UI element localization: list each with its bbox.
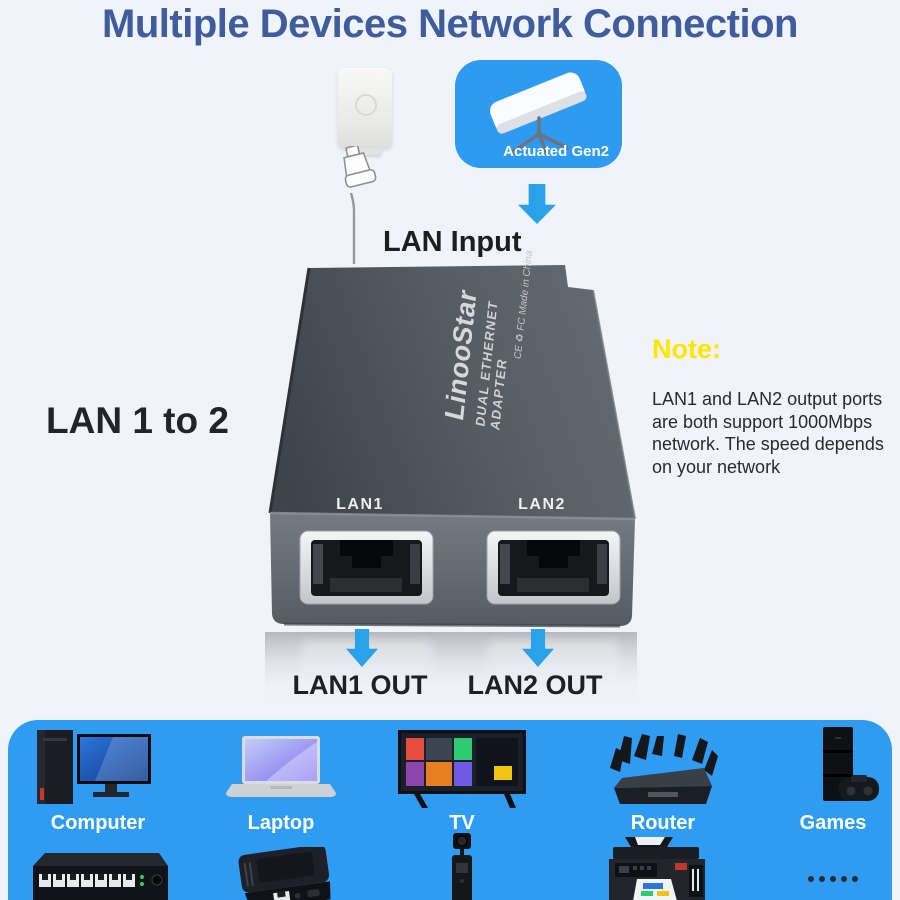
device-label-router: Router xyxy=(630,812,696,834)
satellite-dish-card: Actuated Gen2 xyxy=(455,60,622,168)
device-label-tv: TV xyxy=(449,812,475,834)
device-label-laptop: Laptop xyxy=(247,812,315,834)
note-title: Note: xyxy=(652,334,721,364)
lan1-out-label: LAN1 OUT xyxy=(292,670,428,700)
router-base xyxy=(348,148,382,155)
tv-icon xyxy=(398,730,526,808)
laptop-icon xyxy=(226,736,336,797)
router-icon xyxy=(610,734,718,804)
printer-icon xyxy=(609,837,705,900)
lan2-port-label: LAN2 xyxy=(518,496,566,513)
lan-1-to-2-label: LAN 1 to 2 xyxy=(46,400,229,441)
ethernet-plug-cable-icon xyxy=(343,146,377,264)
lan2-port xyxy=(486,530,621,605)
computer-icon xyxy=(37,730,151,804)
lan2-out-label: LAN2 OUT xyxy=(467,670,603,700)
lan-input-label: LAN Input xyxy=(383,226,522,258)
device-label-games: Games xyxy=(799,812,867,834)
starlink-router-image xyxy=(338,68,392,155)
reflection-fade xyxy=(255,632,655,724)
gimbal-camera-icon xyxy=(452,833,472,900)
lan1-port xyxy=(299,530,434,605)
network-switch-icon xyxy=(33,853,168,900)
router-logo-icon xyxy=(355,94,377,116)
satellite-dish-icon xyxy=(490,72,587,156)
device-label-computer: Computer xyxy=(50,812,146,834)
satellite-label: Actuated Gen2 xyxy=(503,143,609,160)
media-box-icon xyxy=(238,847,331,900)
note-body: LAN1 and LAN2 output ports are both supp… xyxy=(652,389,884,477)
games-console-icon xyxy=(823,727,879,801)
more-devices-dots xyxy=(808,876,888,884)
page-title: Multiple Devices Network Connection xyxy=(102,2,798,46)
lan1-port-label: LAN1 xyxy=(336,496,384,513)
